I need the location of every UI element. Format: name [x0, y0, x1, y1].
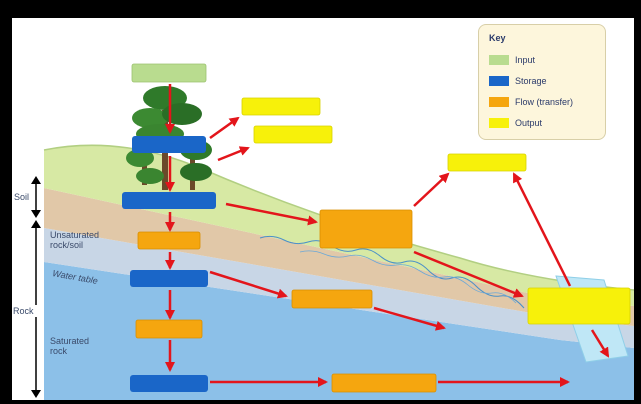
- water-table-line-2: [299, 250, 517, 304]
- key-row-storage: Storage: [489, 70, 595, 91]
- arrow-channel-to-runoff: [590, 329, 610, 358]
- arrow-overland-to-channel: [413, 250, 524, 298]
- storage-box-interception[interactable]: [132, 136, 206, 153]
- flow-box-percolation[interactable]: [135, 319, 203, 339]
- flow-swatch: [489, 96, 509, 107]
- flow-arrows: [165, 84, 610, 387]
- output-box-transpiration[interactable]: [253, 125, 333, 144]
- output-box-channel-flow[interactable]: [527, 287, 631, 325]
- rock-label-bg: [12, 305, 38, 317]
- arrow-throughflow-to-channel: [373, 306, 446, 331]
- diagram-boxes: [122, 63, 631, 393]
- input-box-precipitation[interactable]: [131, 63, 207, 83]
- arrow-to-transpiration: [217, 146, 250, 162]
- input-swatch: [489, 54, 509, 65]
- key-row-output: Output: [489, 112, 595, 133]
- arrow-overland-to-evap: [413, 172, 450, 207]
- key-row-flow: Flow (transfer): [489, 91, 595, 112]
- key-label-output: Output: [515, 117, 543, 128]
- key-row-input: Input: [489, 49, 595, 70]
- saturated-rock-layer: [44, 262, 634, 400]
- water-table-line: [259, 235, 525, 309]
- unsaturated-label-line1: Unsaturated: [50, 230, 100, 240]
- unsaturated-label: Unsaturated rock/soil: [50, 230, 99, 250]
- arrow-soil-to-throughflow: [209, 270, 288, 299]
- output-swatch: [489, 117, 509, 128]
- saturated-label-line1: Saturated: [50, 336, 90, 346]
- rock-label: Rock: [13, 306, 34, 316]
- soil-bracket: [31, 176, 41, 218]
- storage-box-surface[interactable]: [122, 192, 216, 209]
- flow-box-overland[interactable]: [319, 209, 413, 249]
- key-label-input: Input: [515, 54, 536, 65]
- saturated-label: Saturated rock: [50, 336, 89, 356]
- key-title: Key: [489, 33, 506, 43]
- arrow-to-evaporation: [209, 116, 240, 140]
- soil-label: Soil: [14, 192, 30, 202]
- storage-box-groundwater[interactable]: [130, 375, 208, 392]
- flow-box-infiltration[interactable]: [137, 231, 201, 250]
- unsaturated-rock-layer: [44, 228, 634, 348]
- key-label-flow: Flow (transfer): [515, 96, 574, 107]
- saturated-label-line2: rock: [50, 346, 68, 356]
- storage-box-soil-water[interactable]: [130, 270, 208, 287]
- flow-box-throughflow[interactable]: [291, 289, 373, 309]
- key-label-storage: Storage: [515, 75, 547, 86]
- arrow-channel-to-evap: [512, 172, 572, 287]
- flow-box-baseflow[interactable]: [331, 373, 437, 393]
- unsaturated-label-line2: rock/soil: [50, 240, 84, 250]
- key-panel: Key Input Storage Flow (transfer) Output: [478, 24, 606, 140]
- output-box-evaporation[interactable]: [241, 97, 321, 116]
- output-box-evaporation-2[interactable]: [447, 153, 527, 172]
- arrow-surface-to-overland: [225, 202, 318, 226]
- storage-swatch: [489, 75, 509, 86]
